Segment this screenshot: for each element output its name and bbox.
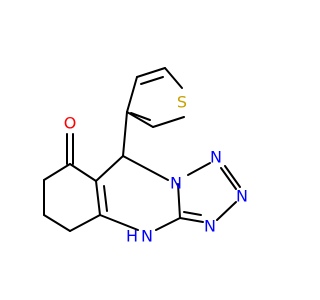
nh-nitrogen-label: N	[141, 227, 153, 246]
bond	[43, 163, 71, 181]
bond	[43, 214, 71, 232]
nitrogen-label: N	[236, 187, 248, 206]
bond	[126, 111, 154, 128]
bond	[126, 76, 138, 113]
nitrogen-label: N	[204, 217, 216, 236]
bond	[136, 67, 166, 78]
molecule-diagram: O S N N N N N H	[43, 67, 248, 246]
bond	[152, 116, 185, 128]
nitrogen-label: N	[170, 174, 182, 193]
bond	[95, 180, 101, 216]
bond	[95, 155, 124, 182]
bond	[220, 167, 237, 190]
bond-double-inner	[183, 211, 202, 216]
bond	[122, 155, 169, 181]
sulfur-label: S	[177, 93, 187, 112]
bond	[224, 165, 241, 188]
bond	[179, 217, 204, 223]
bond	[69, 163, 97, 182]
bond	[177, 183, 181, 219]
bond	[187, 162, 211, 176]
bond-double-inner	[130, 112, 151, 121]
bond	[155, 217, 181, 231]
bond-double-inner	[140, 76, 164, 85]
bond	[122, 111, 128, 157]
bond	[164, 67, 183, 89]
bond-layer	[43, 67, 241, 232]
nh-hydrogen-label: H	[126, 227, 138, 246]
nitrogen-label: N	[210, 148, 222, 167]
oxygen-label: O	[64, 114, 77, 133]
bond	[99, 214, 139, 231]
atom-labels: O S N N N N N H	[64, 93, 248, 246]
bond-double-inner	[103, 185, 108, 212]
bond	[216, 201, 237, 221]
bond	[69, 214, 101, 232]
